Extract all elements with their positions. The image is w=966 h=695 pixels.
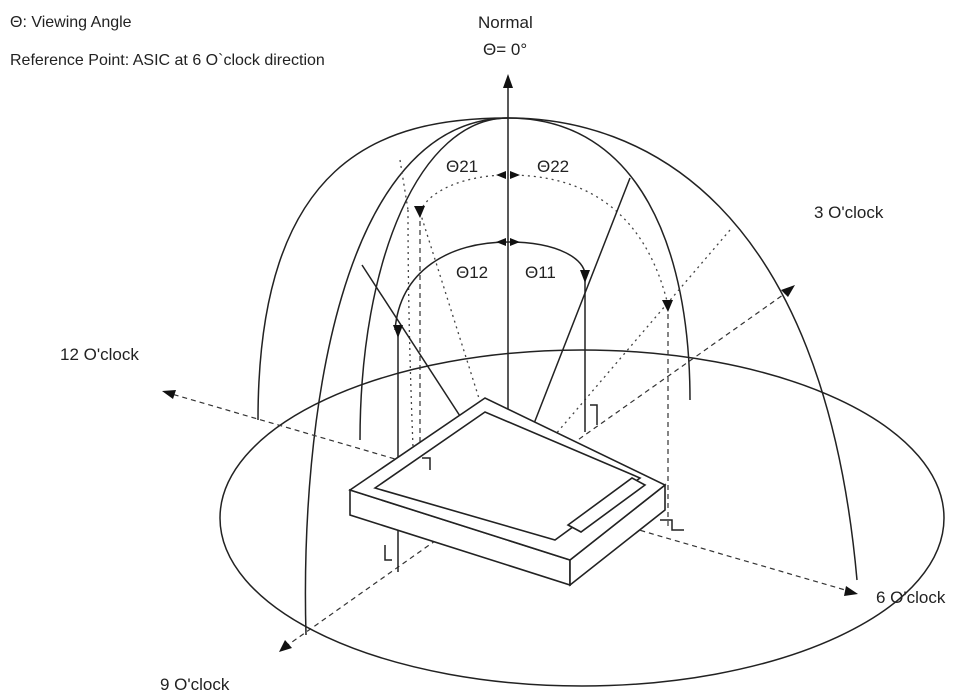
normal-label: Normal [478,13,533,32]
viewing-angle-legend: Θ: Viewing Angle [10,14,132,31]
marker-outer-right [662,300,673,312]
foot-right [660,519,684,531]
theta-zero-label: Θ= 0° [483,40,527,59]
marker-theta21 [496,171,506,179]
reference-point-note: Reference Point: ASIC at 6 O`clock direc… [10,52,325,69]
theta11-label: Θ11 [525,263,556,282]
meridian-arc-left [304,117,509,636]
arrow-3-oclock [781,285,795,297]
dotted-arc-outer [419,174,669,306]
six-oclock-label: 6 O'clock [876,588,946,607]
angle-arc-inner [394,241,586,331]
foot-back [590,404,598,425]
meridian-arc-right [507,117,691,401]
marker-theta12 [496,238,506,246]
marker-left-drop [393,325,403,338]
arrow-6-oclock [844,586,858,596]
meridian-arc-inner [359,117,509,441]
theta21-label: Θ21 [446,157,478,176]
twelve-oclock-label: 12 O'clock [60,345,139,364]
foot-left [384,545,392,561]
marker-outer-left [414,206,425,218]
marker-right-drop [580,270,590,283]
arrow-12-oclock [162,390,176,399]
theta22-label: Θ22 [537,157,569,176]
base-ellipse [219,349,945,687]
dotted-line-left [419,211,509,491]
axis-12-to-6 [164,391,853,593]
normal-arrow [503,74,513,88]
lcd-panel [348,397,667,587]
nine-oclock-label: 9 O'clock [160,675,230,694]
arrow-9-oclock [279,640,292,652]
panel-screen [373,411,642,541]
dotted-line-center [399,159,409,211]
marker-theta22 [510,171,520,179]
foot-front [422,457,431,470]
theta12-label: Θ12 [456,263,488,282]
three-oclock-label: 3 O'clock [814,203,884,222]
marker-theta11 [510,238,520,246]
panel-asic-strip [566,477,647,533]
